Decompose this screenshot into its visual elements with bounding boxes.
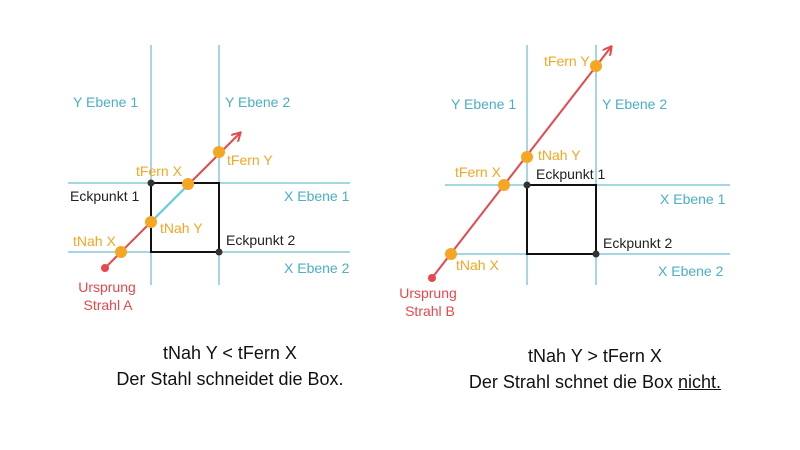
left-origin-label-line2: Strahl A [83,297,133,313]
right-caption: tNah Y > tFern X Der Strahl schnet die B… [410,343,780,395]
right-t-near-x-dot [445,248,457,260]
left-t-far-x-dot [182,178,194,190]
left-t-near-y-label: tNah Y [160,220,203,236]
right-corner-1-label: Eckpunkt 1 [536,166,605,182]
right-caption-line2-main: Der Strahl schnet die Box [468,372,679,392]
right-corner-2-label: Eckpunkt 2 [603,235,672,251]
right-origin-label-line2: Strahl B [405,303,455,319]
right-y-plane-1-label: Y Ebene 1 [451,96,516,112]
left-bounding-box [150,182,220,253]
left-ray-inside-segment [150,184,189,223]
right-t-far-x-dot [498,179,510,191]
left-caption-line2: Der Stahl schneidet die Box. [116,369,344,389]
left-x-plane-2-label: X Ebene 2 [284,260,350,276]
left-y-plane-2-label: Y Ebene 2 [225,94,290,110]
left-caption-line1: tNah Y < tFern X [163,343,297,363]
left-corner-1-dot [147,179,155,187]
left-corner-2-dot [215,248,223,256]
right-origin-label-line1: Ursprung [399,285,457,301]
right-x-plane-2-label: X Ebene 2 [658,263,724,279]
left-t-near-x-dot [115,246,127,258]
left-t-far-y-label: tFern Y [227,152,273,168]
left-corner-1-label: Eckpunkt 1 [70,188,139,204]
left-caption: tNah Y < tFern X Der Stahl schneidet die… [40,340,420,392]
right-t-far-y-label: tFern Y [544,53,590,69]
left-x-plane-1-label: X Ebene 1 [284,188,350,204]
left-t-near-y-dot [145,216,157,228]
right-ray-origin-dot [428,274,436,282]
right-t-near-y-dot [521,151,533,163]
right-ray-b [431,47,611,279]
right-y-plane-2-label: Y Ebene 2 [602,96,667,112]
right-diagram: Y Ebene 1 Y Ebene 2 X Ebene 1 X Ebene 2 … [399,45,730,319]
left-ray-origin-dot [101,264,109,272]
right-corner-1-dot [523,181,531,189]
left-t-far-x-label: tFern X [136,163,183,179]
left-diagram: Y Ebene 1 Y Ebene 2 X Ebene 1 X Ebene 2 … [68,45,350,313]
left-t-far-y-dot [213,146,225,158]
right-caption-line2: Der Strahl schnet die Box nicht. [410,369,780,395]
right-bounding-box [526,184,597,255]
right-t-near-y-label: tNah Y [538,147,581,163]
right-x-plane-1-label: X Ebene 1 [660,191,726,207]
left-t-near-x-label: tNah X [73,233,116,249]
left-origin-label-line1: Ursprung [78,279,136,295]
left-y-plane-1-label: Y Ebene 1 [73,94,138,110]
right-caption-line1: tNah Y > tFern X [528,346,662,366]
left-corner-2-label: Eckpunkt 2 [226,232,295,248]
right-caption-line2-emphasis: nicht. [678,372,722,392]
right-t-far-y-dot [590,60,602,72]
right-corner-2-dot [592,250,600,258]
right-t-far-x-label: tFern X [455,164,502,180]
right-t-near-x-label: tNah X [456,257,499,273]
